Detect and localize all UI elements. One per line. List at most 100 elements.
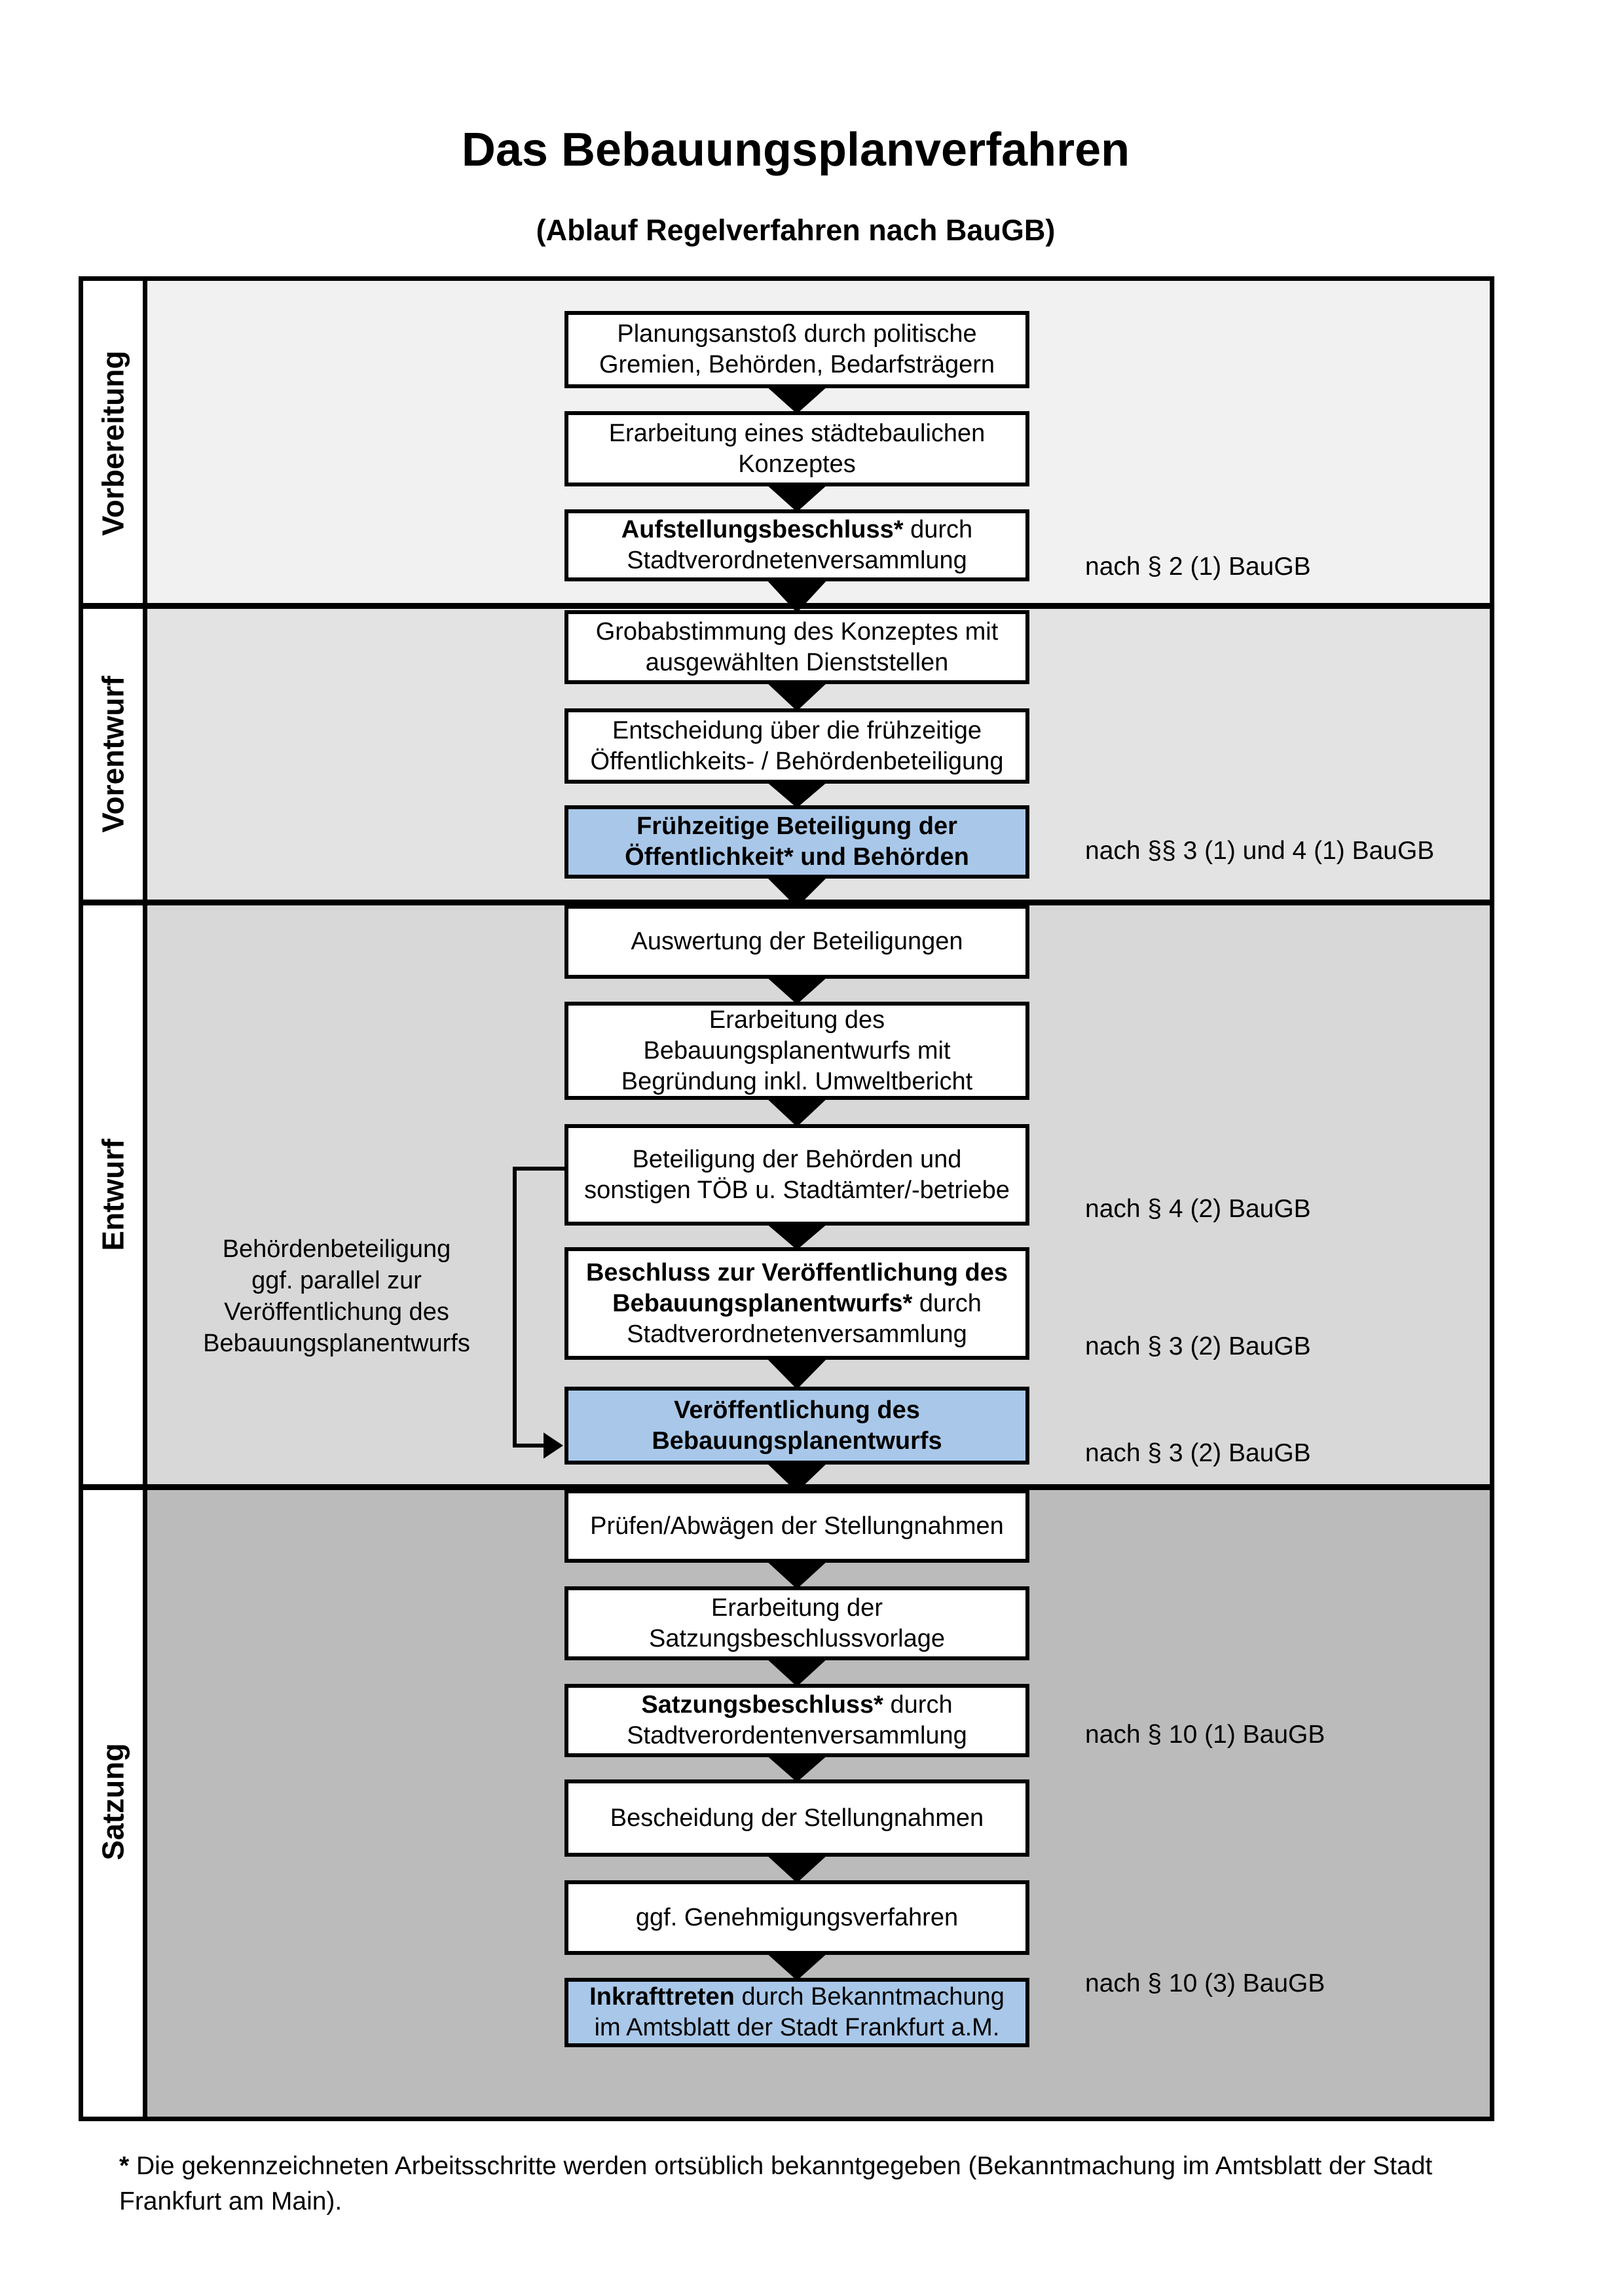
flow-step: Bescheidung der Stellungnahmen (564, 1779, 1029, 1857)
flow-step-text: Grobabstimmung des Konzeptes mit (595, 617, 999, 646)
flow-step: Beteiligung der Behörden und sonstigen TÖ… (564, 1124, 1029, 1226)
flow-step-text: Planungsanstoß durch politische (617, 320, 977, 348)
phase-divider (83, 900, 1490, 905)
down-arrow-icon (766, 1854, 828, 1883)
flow-step-text: Beteiligung der Behörden und (632, 1145, 962, 1173)
flow-step-text: Stadtverordnetenversammlung (627, 547, 967, 574)
down-arrow-icon (766, 682, 828, 711)
parallel-annotation-line: ggf. parallel zur (251, 1267, 422, 1294)
flow-step-text-line: Auswertung der Beteiligungen (568, 926, 1025, 957)
footnote-text: Die gekennzeichneten Arbeitsschritte wer… (119, 2152, 1433, 2215)
flow-step-text: Bescheidung der Stellungnahmen (610, 1804, 984, 1832)
legal-reference: nach § 4 (2) BauGB (1085, 1195, 1311, 1223)
flow-step-text-line: Beschluss zur Veröffentlichung des (568, 1258, 1025, 1288)
down-arrow-icon (766, 1357, 828, 1389)
flow-step-text-line: Bebauungsplanentwurfs mit (568, 1036, 1025, 1066)
flow-step-text-line: Gremien, Behörden, Bedarfsträgern (568, 350, 1025, 380)
flow-step-text: Erarbeitung der (711, 1594, 883, 1622)
flow-step-text-line: Aufstellungsbeschluss* durch (568, 515, 1025, 545)
flow-step-text-line: Begründung inkl. Umweltbericht (568, 1066, 1025, 1097)
parallel-annotation-line: Bebauungsplanentwurfs (203, 1330, 470, 1357)
down-arrow-icon (766, 876, 828, 907)
flow-step-text-line: Prüfen/Abwägen der Stellungnahmen (568, 1511, 1025, 1542)
phase-label-satzung: Satzung (96, 1743, 130, 1861)
flow-step-text: Beschluss zur Veröffentlichung des (585, 1258, 1008, 1286)
flow-step-text-line: Stadtverordnetenversammlung (568, 1319, 1025, 1350)
flow-step: Prüfen/Abwägen der Stellungnahmen (564, 1489, 1029, 1563)
down-arrow-icon (766, 484, 828, 512)
down-arrow-icon (766, 386, 828, 414)
phase-label-cell-satzung: Satzung (83, 1487, 147, 2117)
bracket-bottom-segment (513, 1444, 544, 1448)
flow-step-text: ausgewählten Dienststellen (645, 648, 949, 676)
down-arrow-icon (766, 1462, 828, 1492)
flow-step-text: durch (912, 1289, 982, 1317)
footnote-text: * (119, 2152, 137, 2180)
flow-step-text-line: Satzungsbeschlussvorlage (568, 1624, 1025, 1654)
flow-step-text: Veröffentlichung des (674, 1396, 920, 1424)
flow-step-text: durch Bekanntmachung (734, 1983, 1005, 2011)
phase-divider (83, 603, 1490, 609)
flow-step-text: Aufstellungsbeschluss* (621, 516, 904, 543)
flow-step-text: Konzeptes (738, 450, 856, 478)
flow-step-text: Stadtverordnetenversammlung (627, 1320, 967, 1348)
page-subtitle: (Ablauf Regelverfahren nach BauGB) (536, 213, 1056, 247)
down-arrow-icon (766, 579, 828, 613)
flow-step-text: sonstigen TÖB u. Stadtämter/-betriebe (584, 1176, 1010, 1204)
flow-step-text: Auswertung der Beteiligungen (631, 928, 963, 955)
legal-reference: nach § 3 (2) BauGB (1085, 1332, 1311, 1360)
flow-step-text-line: Stadtverordnetenversammlung (568, 545, 1025, 576)
flow-step-text-line: Planungsanstoß durch politische (568, 319, 1025, 350)
flow-step-text: Bebauungsplanentwurfs mit (643, 1036, 951, 1065)
flow-step-text: im Amtsblatt der Stadt Frankfurt a.M. (594, 2014, 1000, 2041)
phase-label-vorbereitung: Vorbereitung (96, 350, 130, 536)
flow-step-text-line: Beteiligung der Behörden und (568, 1144, 1025, 1175)
flow-step-text-line: Stadtverordentenversammlung (568, 1721, 1025, 1751)
down-arrow-icon (766, 1560, 828, 1589)
flow-step-text: Frühzeitige Beteiligung der (637, 812, 957, 840)
flow-step-text: Stadtverordentenversammlung (627, 1722, 967, 1749)
flow-step-text-line: Konzeptes (568, 449, 1025, 480)
flow-step-text: ggf. Genehmigungsverfahren (635, 1903, 959, 1931)
flow-step-text-line: Entscheidung über die frühzeitige (568, 716, 1025, 746)
flow-step-text: Erarbeitung eines städtebaulichen (608, 419, 986, 447)
flow-step-text: Begründung inkl. Umweltbericht (621, 1067, 973, 1095)
flow-step-text: Erarbeitung des (709, 1006, 885, 1034)
legal-reference: nach § 2 (1) BauGB (1085, 553, 1311, 581)
flow-step-text: durch (903, 516, 973, 543)
flow-step-text: Prüfen/Abwägen der Stellungnahmen (590, 1512, 1004, 1540)
flow-step-text-line: im Amtsblatt der Stadt Frankfurt a.M. (568, 2013, 1025, 2043)
phase-divider (83, 1484, 1490, 1490)
flow-step-text: Entscheidung über die frühzeitige (612, 716, 982, 744)
down-arrow-icon (766, 781, 828, 808)
flow-step-text-line: Grobabstimmung des Konzeptes mit (568, 617, 1025, 647)
bracket-top-segment (513, 1167, 568, 1171)
flow-step-text-line: Satzungsbeschluss* durch (568, 1690, 1025, 1721)
flow-step-text: Bebauungsplanentwurfs* (612, 1289, 913, 1317)
down-arrow-icon (766, 976, 828, 1004)
phase-label-cell-vorbereitung: Vorbereitung (83, 281, 147, 606)
legal-reference: nach §§ 3 (1) und 4 (1) BauGB (1085, 837, 1435, 865)
legal-reference: nach § 10 (1) BauGB (1085, 1721, 1325, 1749)
bracket-vertical-segment (513, 1167, 517, 1448)
flow-step-text: Satzungsbeschlussvorlage (648, 1624, 946, 1652)
flow-step-text-line: sonstigen TÖB u. Stadtämter/-betriebe (568, 1175, 1025, 1206)
page-title: Das Bebauungsplanverfahren (461, 124, 1130, 176)
flow-step: ggf. Genehmigungsverfahren (564, 1880, 1029, 1955)
phase-label-vorentwurf: Vorentwurf (96, 675, 130, 833)
flow-step-text-line: Inkrafttreten durch Bekanntmachung (568, 1982, 1025, 2013)
flow-step-text-line: Erarbeitung des (568, 1005, 1025, 1036)
flow-step-text: Gremien, Behörden, Bedarfsträgern (599, 351, 995, 378)
flow-step-text: Inkrafttreten (589, 1983, 735, 2011)
flow-step-text: Satzungsbeschluss* (641, 1691, 883, 1719)
footnote: * Die gekennzeichneten Arbeitsschritte w… (119, 2149, 1521, 2219)
flow-step-text: durch (883, 1691, 953, 1719)
